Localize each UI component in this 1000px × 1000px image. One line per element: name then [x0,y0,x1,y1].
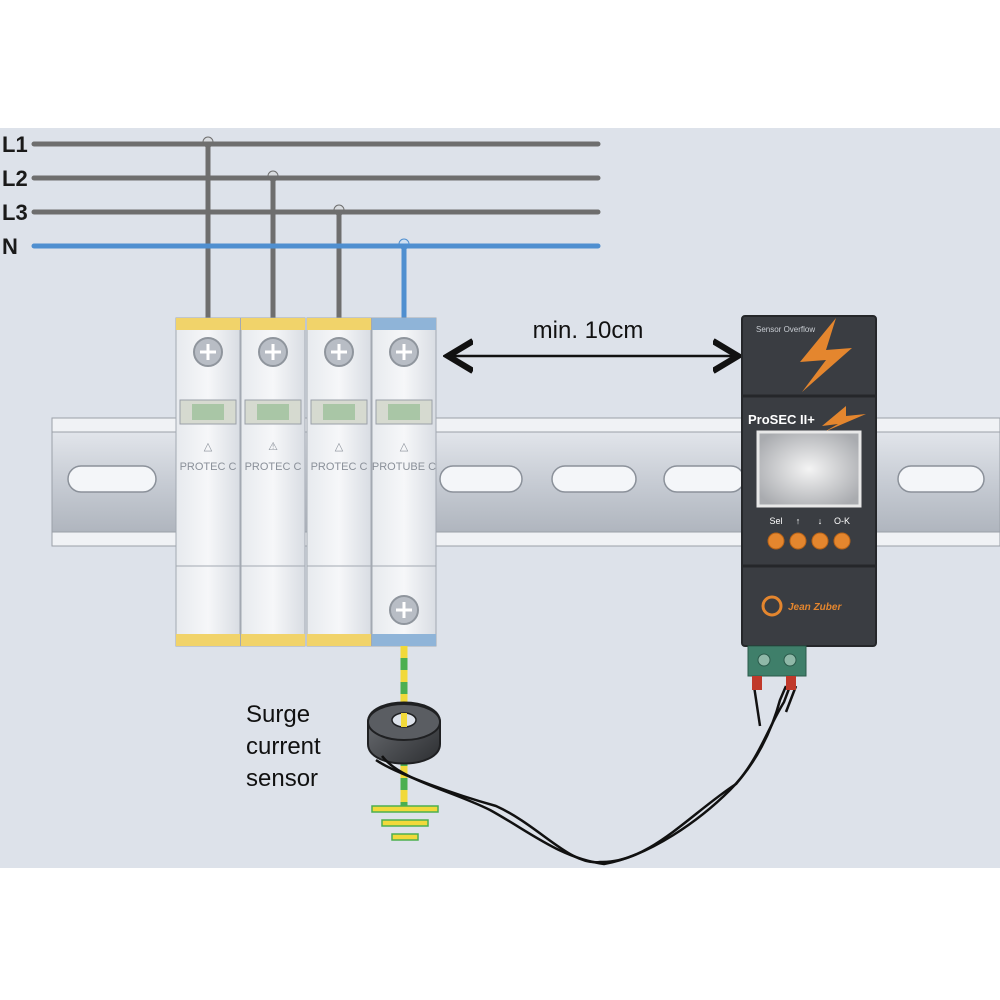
line-l3-label: L3 [2,200,28,225]
spd-module-2: ⚠ PROTEC C [240,317,306,647]
device-button-ok[interactable] [833,532,851,550]
spd-module-3: △ PROTEC C [306,317,372,647]
svg-text:⚠: ⚠ [268,441,278,453]
sensor-cable [375,685,798,866]
device-btn-label-1: Sel [769,516,782,526]
line-l1: L1 [2,132,601,157]
lightning-icon [800,318,852,392]
line-l3: L3 [2,200,601,225]
sensor-label: Surge current sensor [246,701,321,792]
spd-module-3-label: PROTEC C [311,461,368,473]
distance-label: min. 10cm [533,317,644,344]
spd-module-1: △ PROTEC C [175,317,241,647]
spd-module-4: △ PROTUBE C [371,317,437,647]
ground-symbol [371,805,439,841]
device-button-down[interactable] [811,532,829,550]
terminal-block [747,645,807,677]
sensor-label-line3: sensor [246,765,318,792]
device-button-up[interactable] [789,532,807,550]
line-l1-label: L1 [2,132,28,157]
svg-text:△: △ [400,441,409,453]
line-l2: L2 [2,166,601,191]
prosec-device: Sensor Overflow ProSEC II+ Sel ↑ ↓ O-K J… [741,315,877,690]
spd-module-1-label: PROTEC C [180,461,237,473]
svg-text:△: △ [335,441,344,453]
device-top-label: Sensor Overflow [756,325,815,334]
brand-logo-icon [761,595,783,617]
line-n-label: N [2,234,18,259]
min-distance-indicator: min. 10cm [448,317,738,356]
device-button-sel[interactable] [767,532,785,550]
spd-modules: △ PROTEC C ⚠ PROTEC C △ PROT [175,317,437,647]
sensor-label-line2: current [246,733,321,760]
sensor-label-line1: Surge [246,701,310,728]
device-brand: Jean Zuber [788,602,842,613]
device-display [756,430,862,508]
device-title: ProSEC II+ [748,412,815,427]
device-btn-label-3: ↓ [818,516,823,526]
surge-current-sensor [367,701,441,765]
lightning-small-icon [822,406,866,432]
line-n: N [2,234,601,259]
device-btn-label-4: O-K [834,516,850,526]
svg-text:△: △ [204,441,213,453]
spd-module-2-label: PROTEC C [245,461,302,473]
phase-lines: L1 L2 L3 N [2,132,601,259]
spd-module-4-label: PROTUBE C [372,461,436,473]
device-btn-label-2: ↑ [796,516,801,526]
line-l2-label: L2 [2,166,28,191]
